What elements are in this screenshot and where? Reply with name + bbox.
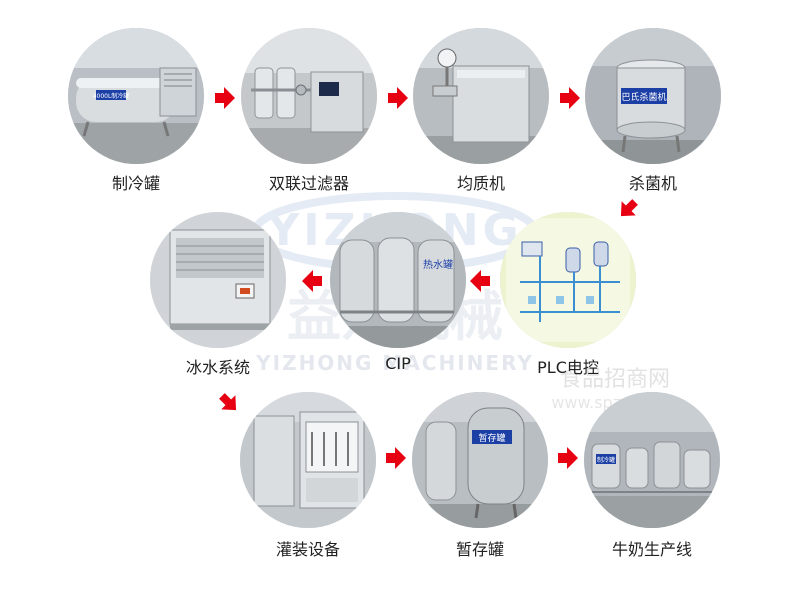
arrow-9-to-10 (558, 447, 578, 469)
step-6-label: CIP (385, 354, 411, 373)
step-3-homogenizer-image (413, 28, 549, 164)
step-2-label: 双联过滤器 (268, 174, 349, 193)
step-10-label: 牛奶生产线 (611, 540, 692, 559)
step-1-label: 制冷罐 (111, 174, 160, 193)
arrow-5-to-6 (470, 270, 490, 292)
step-5-label: PLC电控 (537, 358, 599, 377)
step-8-label: 灌装设备 (275, 540, 340, 559)
arrow-2-to-3 (388, 87, 408, 109)
step-4-label: 杀菌机 (628, 174, 677, 193)
step-7-label: 冰水系统 (185, 358, 250, 377)
arrow-7-to-8 (219, 393, 237, 411)
milk-line-badge: 制冷罐 (597, 456, 615, 464)
step-5-plc-image (500, 212, 636, 348)
cooling-tank-badge: 4000L制冷罐 (93, 92, 130, 100)
arrow-3-to-4 (560, 87, 580, 109)
arrow-6-to-7 (302, 270, 322, 292)
step-7-chiller-image (150, 212, 286, 348)
step-4-sterilizer-image: 巴氏杀菌机 (585, 28, 721, 164)
cip-tank-label: 热水罐 (423, 258, 453, 271)
step-8-filling-image (240, 392, 376, 528)
step-1-cooling-tank-image: 4000L制冷罐 (68, 28, 204, 164)
sterilizer-badge: 巴氏杀菌机 (621, 91, 666, 103)
arrow-1-to-2 (215, 87, 235, 109)
step-9-storage-tank-image: 暂存罐 (412, 392, 548, 528)
step-9-label: 暂存罐 (455, 540, 504, 559)
arrow-4-to-5 (620, 199, 638, 217)
storage-tank-badge: 暂存罐 (478, 432, 505, 444)
step-2-duplex-filter-image (241, 28, 377, 164)
arrow-8-to-9 (386, 447, 406, 469)
step-10-milk-line-image: 制冷罐 (584, 392, 720, 528)
step-3-label: 均质机 (456, 174, 505, 193)
step-6-cip-image: 热水罐 (330, 212, 466, 348)
